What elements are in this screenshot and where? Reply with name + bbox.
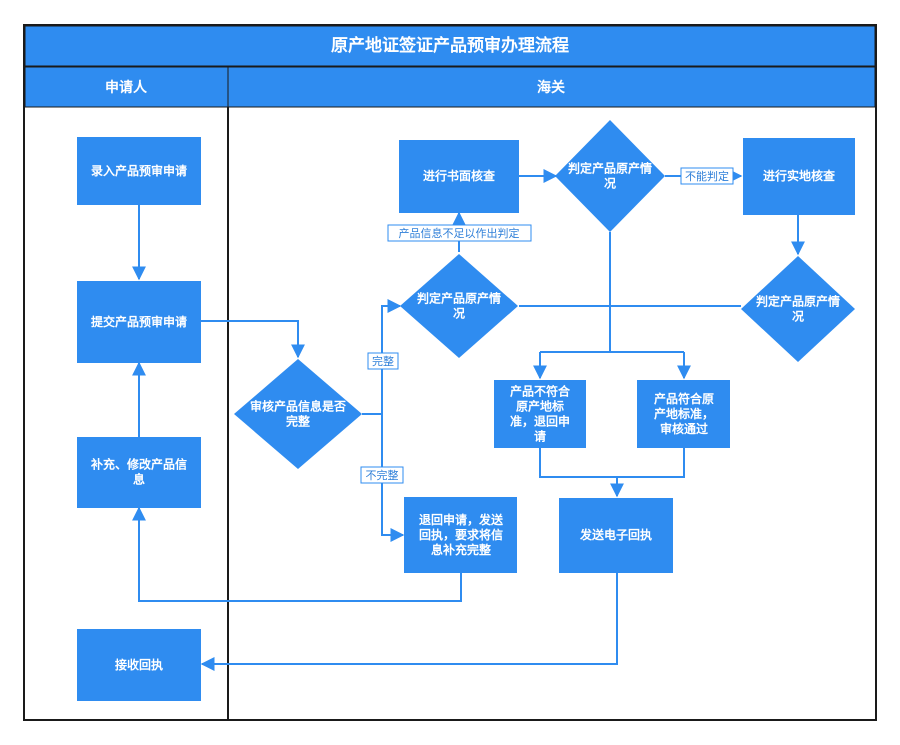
node-field-check-text: 进行实地核查	[763, 168, 836, 183]
node-check-complete: 审核产品信息是否完整	[234, 359, 362, 469]
edge-label-complete: 完整	[367, 352, 399, 370]
node-text-line: 接收回执	[115, 657, 163, 672]
node-text-line: 审核通过	[660, 421, 708, 436]
node-text-line: 产品符合原	[654, 391, 714, 406]
lane-title-applicant: 申请人	[105, 79, 148, 96]
node-conform: 产品符合原产地标准，审核通过	[637, 380, 730, 448]
node-judge-origin: 判定产品原产情况	[400, 254, 518, 358]
node-text-line: 完整	[286, 414, 310, 429]
lane-header-applicant	[24, 66, 229, 108]
node-enter: 录入产品预审申请	[77, 137, 201, 205]
edge-return-supplement	[132, 506, 462, 602]
node-receive-text: 接收回执	[115, 657, 163, 672]
node-doc-review-text: 进行书面核查	[423, 168, 496, 183]
node-text-line: 请	[534, 429, 546, 444]
node-text-line: 产地标准，	[654, 406, 714, 421]
node-text-line: 发送电子回执	[579, 527, 652, 542]
node-send-receipt: 发送电子回执	[559, 498, 673, 573]
node-text-line: 准，退回申	[510, 414, 570, 429]
node-supplement: 补充、修改产品信息	[77, 437, 201, 508]
lane-title-customs: 海关	[537, 79, 565, 96]
node-judge-origin-top: 判定产品原产情况	[555, 120, 665, 232]
node-submit-text: 提交产品预审申请	[91, 314, 187, 329]
node-text-line: 况	[453, 307, 465, 321]
node-enter-text: 录入产品预审申请	[91, 163, 187, 178]
node-not-conform: 产品不符合原产地标准，退回申请	[494, 380, 586, 448]
node-return: 退回申请，发送回执，要求将信息补充完整	[404, 497, 517, 573]
title-bar	[24, 25, 876, 67]
node-text-line: 判定产品原产情	[417, 291, 501, 306]
node-text-line: 况	[792, 310, 804, 324]
edge-label-insufficient-text: 产品信息不足以作出判定	[399, 226, 520, 240]
node-text-line: 判定产品原产情	[756, 294, 840, 309]
edge-label-incomplete-text: 不完整	[366, 468, 399, 482]
node-text-line: 进行实地核查	[763, 168, 836, 183]
node-return-text: 退回申请，发送回执，要求将信息补充完整	[419, 512, 504, 557]
node-judge-origin-top-text: 判定产品原产情况	[568, 161, 652, 191]
node-submit: 提交产品预审申请	[77, 281, 201, 363]
node-text-line: 判定产品原产情	[568, 161, 652, 176]
node-text-line: 产品不符合	[510, 384, 571, 399]
node-supplement-text: 补充、修改产品信息	[90, 457, 187, 487]
edge-label-incomplete: 不完整	[360, 466, 404, 484]
node-send-receipt-text: 发送电子回执	[579, 527, 652, 542]
node-text-line: 补充、修改产品信	[90, 457, 187, 472]
edge-label-cannot-judge: 不能判定	[680, 167, 734, 185]
edge-label-insufficient: 产品信息不足以作出判定	[387, 224, 532, 242]
node-conform-text: 产品符合原产地标准，审核通过	[654, 391, 714, 436]
node-judge-origin-right: 判定产品原产情况	[741, 256, 855, 362]
edge-label-complete-text: 完整	[372, 354, 394, 368]
lane-header-customs	[227, 66, 876, 108]
node-text-line: 况	[604, 177, 616, 191]
diagram-title: 原产地证签证产品预审办理流程	[331, 35, 569, 56]
node-receive: 接收回执	[77, 629, 201, 701]
node-doc-review: 进行书面核查	[399, 140, 519, 213]
edge-label-cannot-judge-text: 不能判定	[685, 169, 729, 183]
node-not-conform-text: 产品不符合原产地标准，退回申请	[510, 384, 571, 444]
node-judge-origin-right-text: 判定产品原产情况	[756, 294, 840, 324]
node-field-check: 进行实地核查	[743, 138, 855, 215]
node-text-line: 录入产品预审申请	[91, 163, 187, 178]
node-check-complete-text: 审核产品信息是否完整	[250, 399, 346, 429]
node-text-line: 进行书面核查	[423, 168, 496, 183]
edge-send-receive	[200, 573, 618, 671]
diagram-frame	[23, 24, 877, 721]
node-text-line: 息	[133, 472, 145, 487]
node-text-line: 息补充完整	[431, 542, 491, 557]
node-text-line: 提交产品预审申请	[91, 314, 187, 329]
edge-merge	[539, 448, 685, 478]
edge-submit-check	[201, 320, 305, 359]
node-text-line: 回执，要求将信	[419, 527, 503, 542]
node-judge-origin-text: 判定产品原产情况	[417, 291, 501, 321]
node-text-line: 退回申请，发送	[419, 512, 504, 527]
node-text-line: 审核产品信息是否	[250, 399, 346, 414]
node-text-line: 原产地标	[516, 399, 564, 414]
